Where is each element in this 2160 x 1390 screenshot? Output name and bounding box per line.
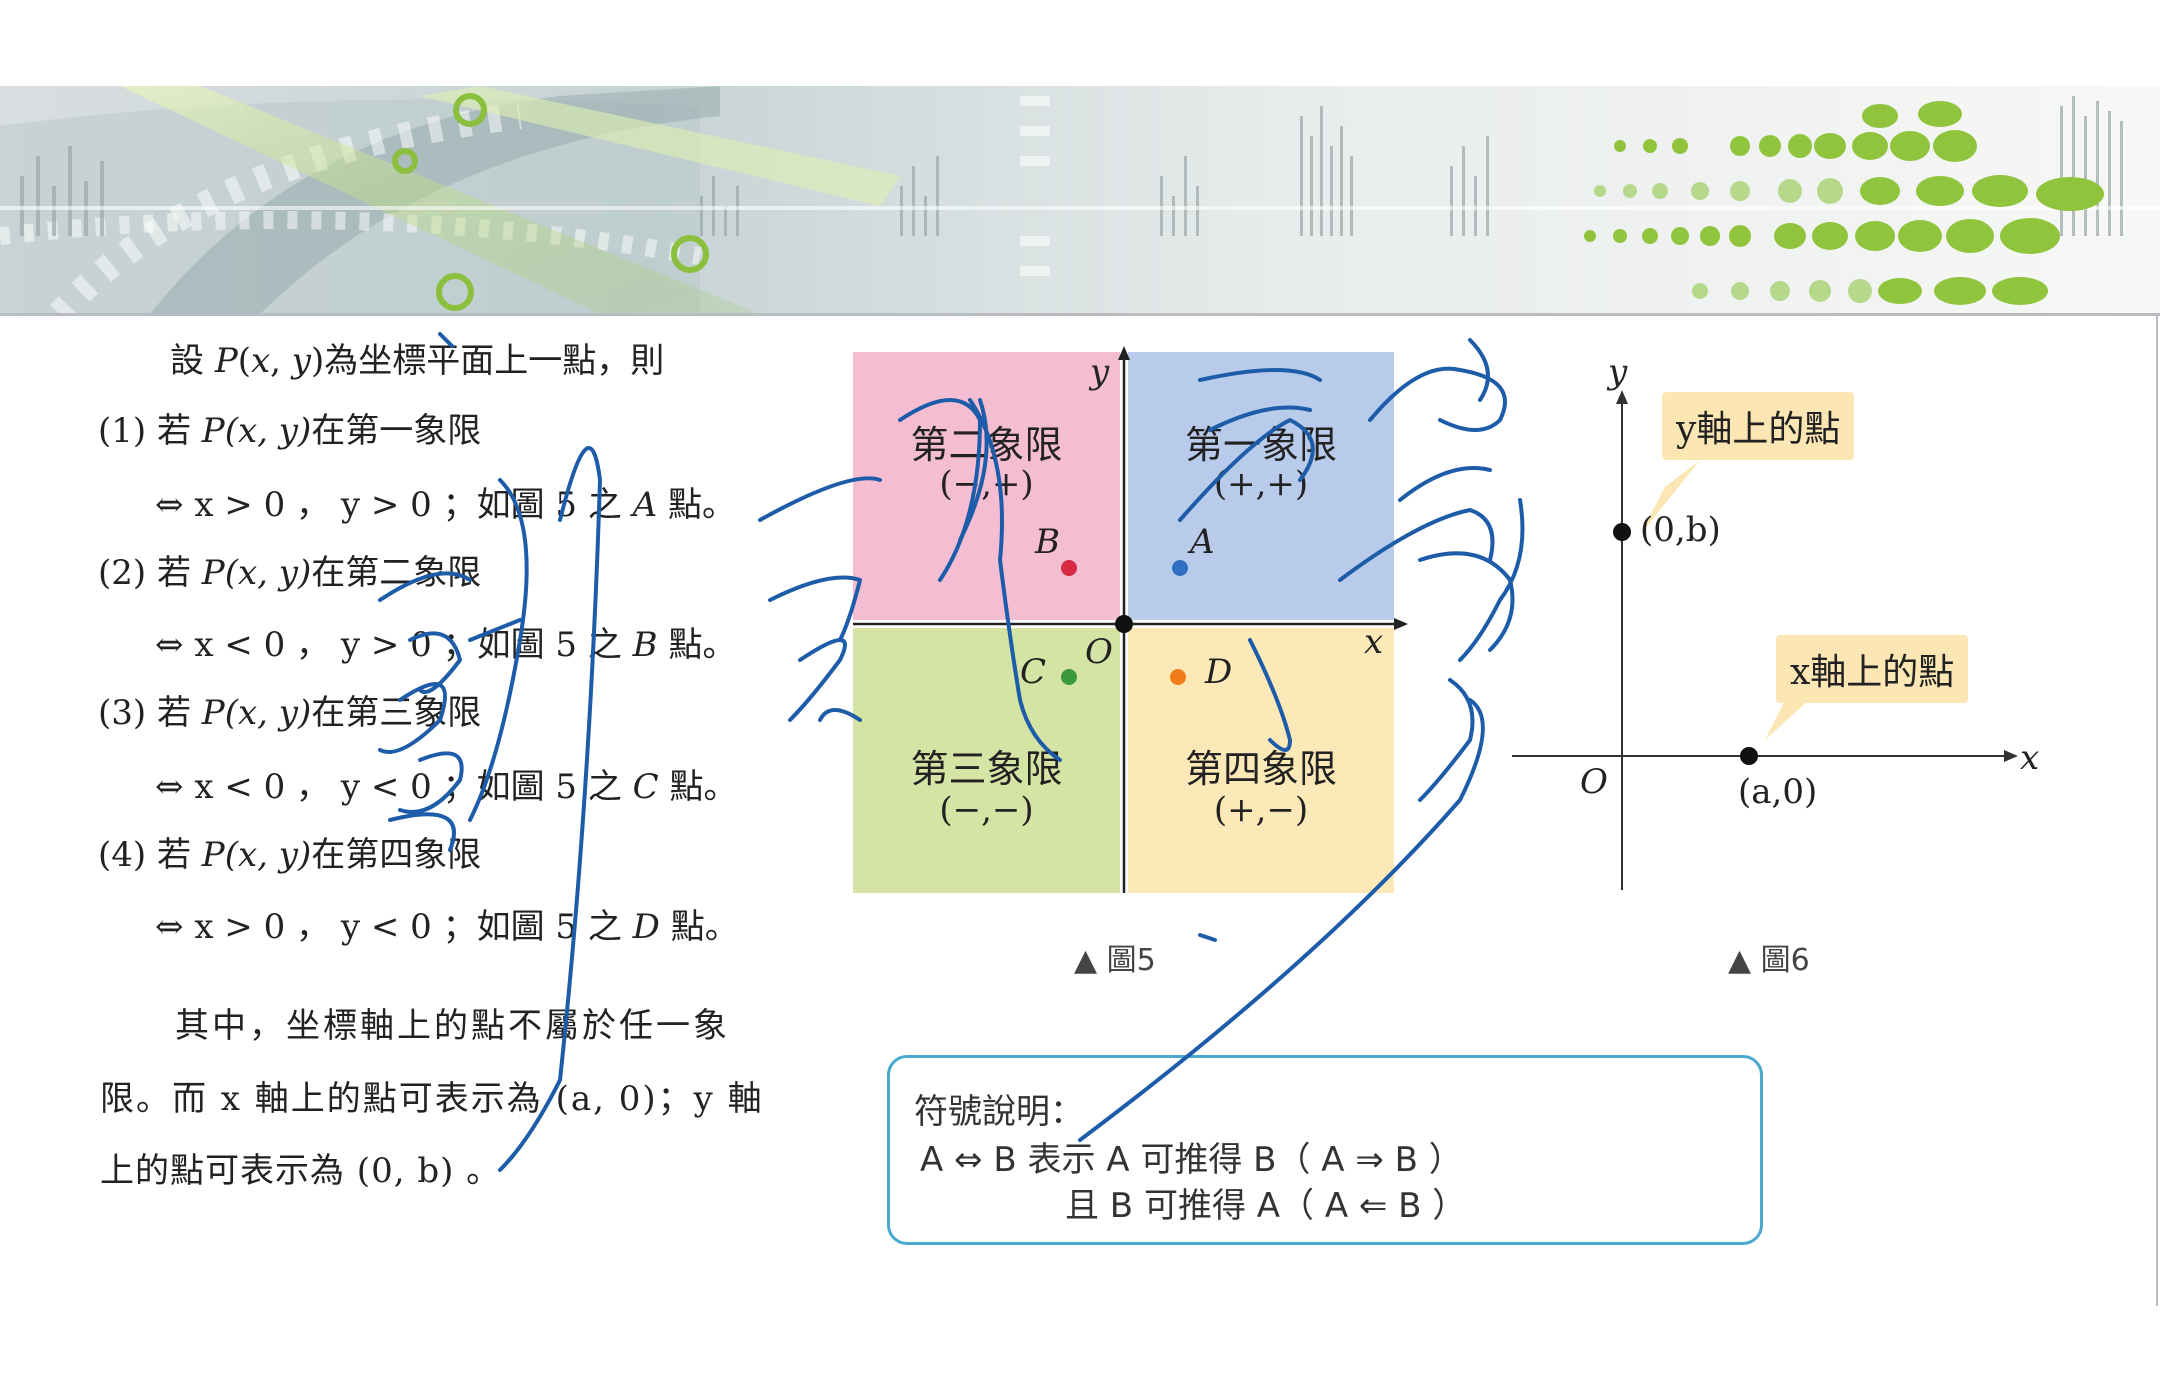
axis-note-line-1: 其中，坐標軸上的點不屬於任一象	[175, 1006, 730, 1046]
quadrant-3-title: 第三象限	[910, 747, 1063, 791]
fig5-y-axis-label: y	[1090, 352, 1110, 392]
page-edge-rule	[2156, 316, 2158, 1306]
fig6-y-axis-label: y	[1608, 352, 1628, 392]
point-d-label: D	[1205, 652, 1233, 692]
header-banner	[0, 86, 2160, 314]
quadrant-3-sign: (−,−)	[939, 790, 1034, 830]
axis-note-line-2: 限。而 x 軸上的點可表示為 (a, 0)；y 軸	[100, 1079, 764, 1119]
figure-5-caption: ▲ 圖5	[1074, 943, 1156, 978]
banner-graphic	[0, 86, 2160, 314]
y-axis-point-dot	[1613, 523, 1631, 541]
quadrant-4-sign: (+,−)	[1213, 790, 1309, 830]
intro-line: 設 P(x, y)為坐標平面上一點，則	[170, 341, 665, 381]
note-line-1: A ⇔ B 表示 A 可推得 B（ A ⇒ B ）	[920, 1140, 1463, 1180]
x-axis-point-dot	[1740, 747, 1758, 765]
item-4: (4) 若 P(x, y)在第四象限	[98, 835, 482, 875]
y-axis-callout: y軸上的點	[1662, 392, 1855, 460]
fig6-x-axis-label: x	[2020, 738, 2040, 778]
note-title: 符號說明：	[914, 1092, 1084, 1132]
point-b-label: B	[1035, 522, 1060, 562]
fig6-origin-label: O	[1580, 762, 1608, 802]
quadrant-1-sign: (+,+)	[1213, 464, 1309, 504]
quadrant-3: 第三象限 (−,−)	[853, 628, 1120, 893]
quadrant-1: 第一象限 (+,+)	[1128, 352, 1394, 620]
item-3: (3) 若 P(x, y)在第三象限	[98, 693, 482, 733]
point-c-label: C	[1020, 652, 1047, 692]
axis-note-line-3: 上的點可表示為 (0, b) 。	[100, 1151, 502, 1191]
condition-1: ⇔ x > 0 ， y > 0 ；如圖 5 之 A 點。	[155, 485, 737, 525]
condition-2: ⇔ x < 0 ， y > 0 ；如圖 5 之 B 點。	[155, 625, 737, 665]
point-b-dot	[1061, 560, 1077, 576]
fig5-origin-label: O	[1085, 632, 1113, 672]
condition-4: ⇔ x > 0 ， y < 0 ；如圖 5 之 D 點。	[155, 907, 739, 947]
symbol-note-box: 符號說明： A ⇔ B 表示 A 可推得 B（ A ⇒ B ） 且 B 可推得 …	[887, 1055, 1763, 1245]
item-1: (1) 若 P(x, y)在第一象限	[98, 411, 482, 451]
figure-6-caption: ▲ 圖6	[1728, 943, 1810, 978]
quadrant-2-sign: (−,+)	[939, 464, 1034, 504]
note-line-2: 且 B 可推得 A（ A ⇐ B ）	[1065, 1186, 1467, 1226]
banner-divider	[0, 313, 2160, 316]
fig5-x-axis-label: x	[1364, 622, 1384, 662]
point-d-dot	[1170, 669, 1186, 685]
item-2: (2) 若 P(x, y)在第二象限	[98, 553, 482, 593]
quadrant-2: 第二象限 (−,+)	[853, 352, 1120, 620]
y-axis-point-label: (0,b)	[1640, 510, 1721, 550]
point-a-label: A	[1190, 522, 1215, 562]
quadrant-4-title: 第四象限	[1184, 747, 1337, 791]
origin-dot	[1115, 615, 1133, 633]
x-axis-callout: x軸上的點	[1776, 635, 1969, 703]
x-axis-point-label: (a,0)	[1738, 772, 1818, 812]
condition-3: ⇔ x < 0 ， y < 0 ；如圖 5 之 C 點。	[155, 767, 738, 807]
point-a-dot	[1172, 560, 1188, 576]
point-c-dot	[1061, 669, 1077, 685]
